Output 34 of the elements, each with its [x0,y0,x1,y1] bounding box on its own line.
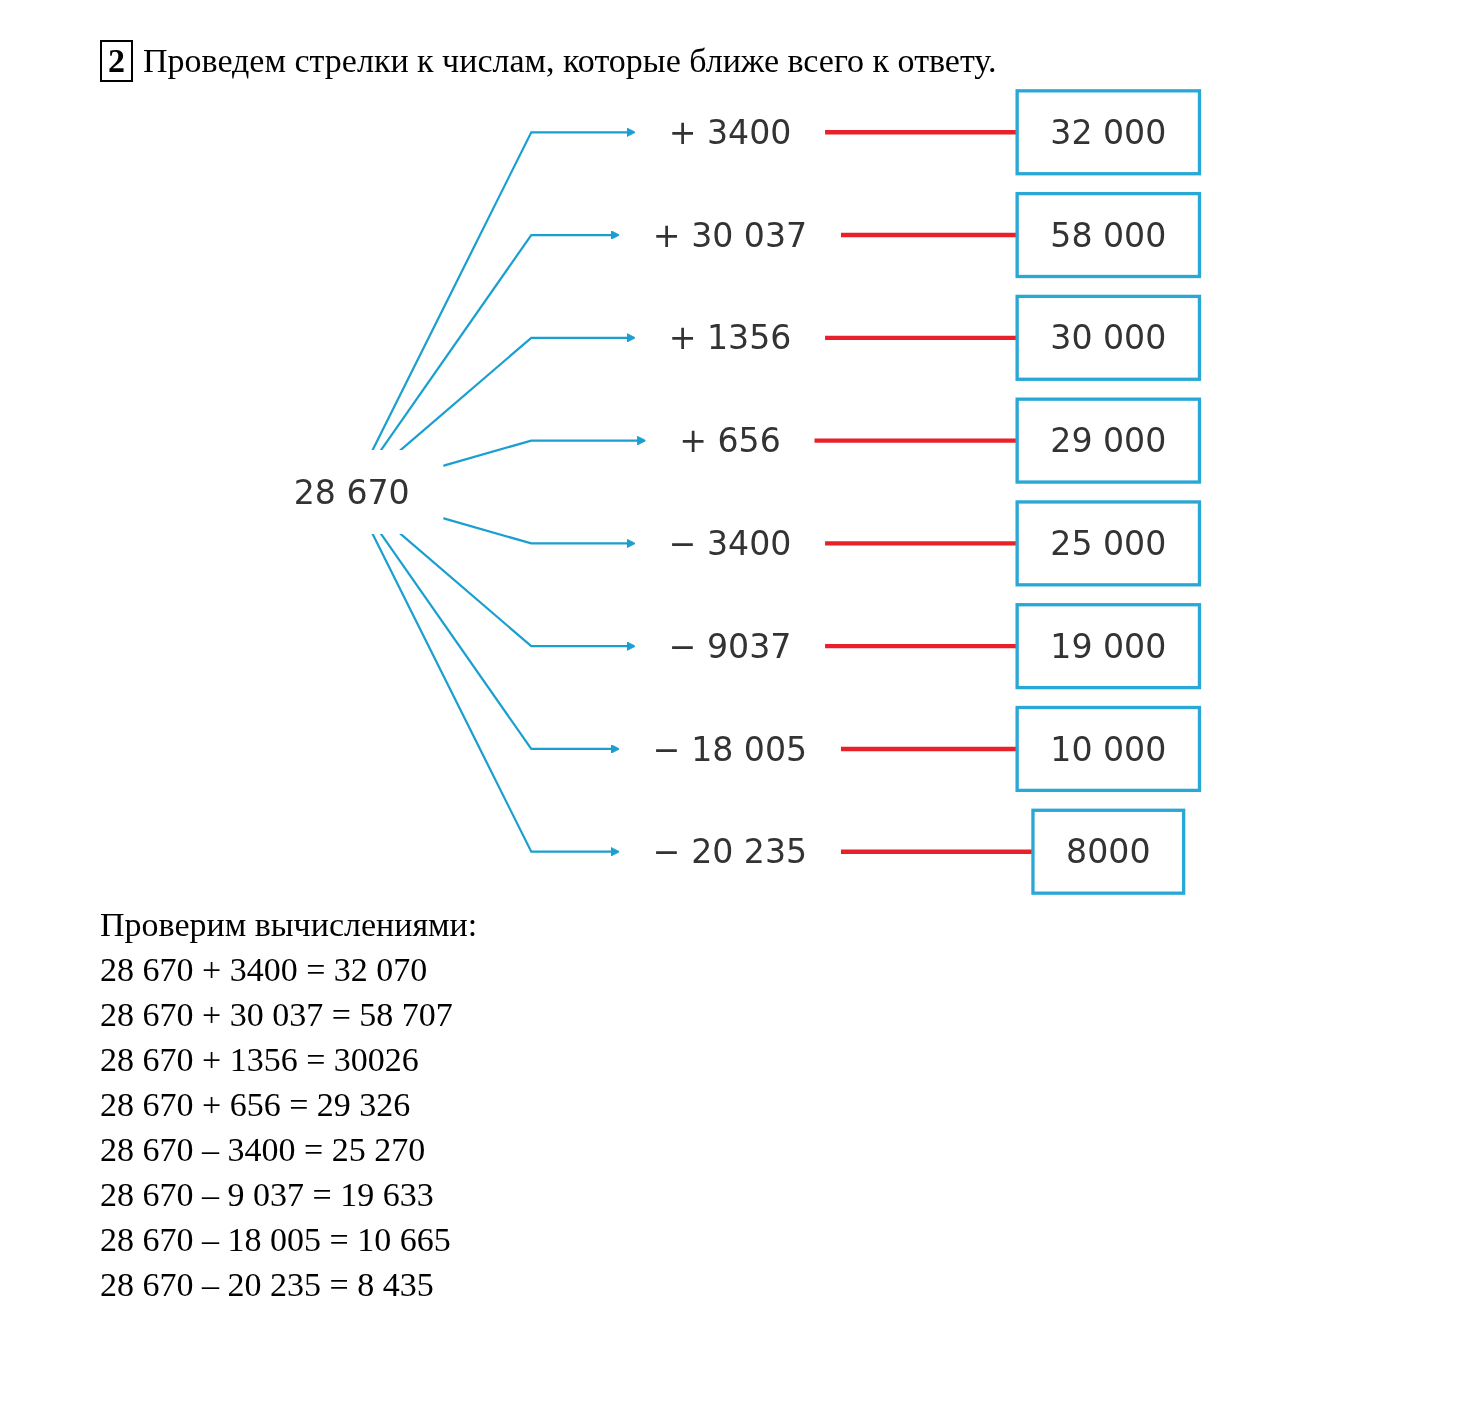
equation: 28 670 – 9 037 = 19 633 [100,1175,434,1215]
node-box: 19 000 [1015,603,1202,690]
node-box: 29 000 [1015,397,1202,484]
node-box: 25 000 [1015,500,1202,587]
arrow [442,435,647,467]
arrow [371,127,636,452]
equation: 28 670 + 1356 = 30026 [100,1040,419,1080]
node-text: + 656 [679,421,781,460]
equation: 28 670 – 20 235 = 8 435 [100,1265,434,1305]
node-box: 10 000 [1015,705,1202,793]
check-heading: Проверим вычислениями: [100,905,478,945]
node-text: − 9037 [668,626,792,666]
node-box: 58 000 [1015,191,1202,279]
equation: 28 670 – 3400 = 25 270 [100,1130,426,1170]
arrow [399,332,636,452]
equation: 28 670 + 30 037 = 58 707 [100,995,453,1035]
node-text: + 30 037 [652,215,808,255]
connector [840,849,1033,854]
node-box: 8000 [1031,808,1186,895]
node-text: − 18 005 [652,729,808,769]
task-title: Проведем стрелки к числам, которые ближе всего к ответу. [143,42,997,80]
node-text: + 3400 [668,112,792,152]
equation: 28 670 + 656 = 29 326 [100,1085,411,1125]
node-text: − 20 235 [652,832,808,872]
arrow [399,532,636,652]
equation: 28 670 + 3400 = 32 070 [100,950,428,990]
node-box: 32 000 [1015,89,1202,176]
equation: 28 670 – 18 005 = 10 665 [100,1220,451,1260]
node-text: 28 670 [293,472,410,512]
node-text: + 1356 [668,318,792,358]
node-text: − 3400 [668,524,792,563]
arrow [442,517,636,549]
node-box: 30 000 [1015,294,1202,381]
task-number: 2 [100,40,133,82]
